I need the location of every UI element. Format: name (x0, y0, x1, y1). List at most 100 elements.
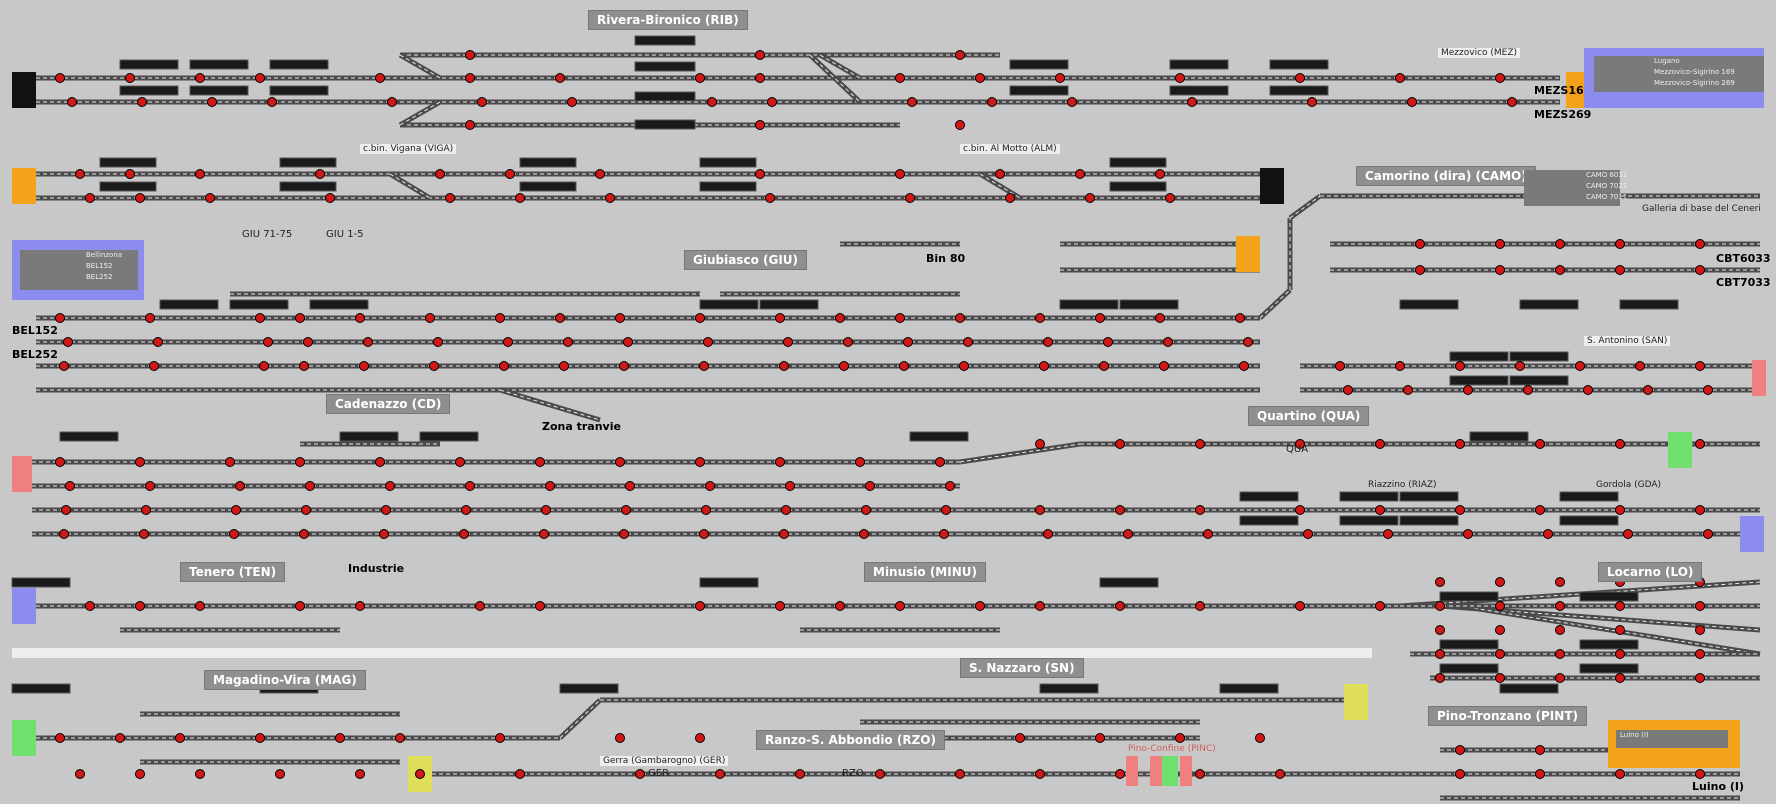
signal[interactable] (125, 169, 135, 179)
signal[interactable] (1695, 361, 1705, 371)
signal[interactable] (1455, 505, 1465, 515)
signal[interactable] (701, 505, 711, 515)
signal[interactable] (839, 361, 849, 371)
signal[interactable] (755, 120, 765, 130)
signal[interactable] (455, 457, 465, 467)
signal[interactable] (1085, 193, 1095, 203)
signal[interactable] (55, 73, 65, 83)
signal[interactable] (1615, 505, 1625, 515)
signal[interactable] (1159, 361, 1169, 371)
signal[interactable] (895, 601, 905, 611)
signal[interactable] (59, 361, 69, 371)
station-label-qua[interactable]: Quartino (QUA) (1248, 406, 1370, 426)
signal-layer[interactable] (55, 50, 1713, 779)
signal[interactable] (615, 313, 625, 323)
signal[interactable] (959, 361, 969, 371)
node-mezs269[interactable]: MEZS269 (1534, 108, 1592, 121)
station-label-camo[interactable]: Camorino (dira) (CAMO) (1356, 166, 1536, 186)
signal[interactable] (135, 601, 145, 611)
signal[interactable] (1403, 385, 1413, 395)
signal[interactable] (149, 361, 159, 371)
signal[interactable] (895, 313, 905, 323)
signal[interactable] (1695, 239, 1705, 249)
signal[interactable] (1435, 625, 1445, 635)
signal[interactable] (779, 361, 789, 371)
signal[interactable] (695, 601, 705, 611)
signal[interactable] (1163, 337, 1173, 347)
panel-luino[interactable]: Luino (I) (1608, 720, 1740, 768)
signal[interactable] (775, 457, 785, 467)
signal[interactable] (429, 361, 439, 371)
signal[interactable] (135, 769, 145, 779)
signal[interactable] (555, 73, 565, 83)
signal[interactable] (195, 769, 205, 779)
signal[interactable] (1035, 769, 1045, 779)
station-label-viga[interactable]: c.bin. Vigana (VIGA) (360, 144, 457, 154)
signal[interactable] (699, 529, 709, 539)
signal[interactable] (355, 769, 365, 779)
signal[interactable] (1615, 601, 1625, 611)
signal[interactable] (1515, 361, 1525, 371)
signal[interactable] (855, 457, 865, 467)
signal[interactable] (1555, 673, 1565, 683)
signal[interactable] (55, 457, 65, 467)
signal[interactable] (1195, 505, 1205, 515)
signal[interactable] (1435, 673, 1445, 683)
signal[interactable] (495, 313, 505, 323)
signal[interactable] (695, 313, 705, 323)
signal[interactable] (955, 769, 965, 779)
signal[interactable] (55, 313, 65, 323)
station-label-minu[interactable]: Minusio (MINU) (864, 562, 986, 582)
signal[interactable] (477, 97, 487, 107)
signal[interactable] (1495, 649, 1505, 659)
signal[interactable] (975, 601, 985, 611)
signal[interactable] (445, 193, 455, 203)
signal[interactable] (355, 313, 365, 323)
signal[interactable] (615, 457, 625, 467)
signal[interactable] (563, 337, 573, 347)
signal[interactable] (135, 457, 145, 467)
signal[interactable] (1187, 97, 1197, 107)
signal[interactable] (139, 529, 149, 539)
signal[interactable] (1395, 73, 1405, 83)
signal[interactable] (235, 481, 245, 491)
signal[interactable] (945, 481, 955, 491)
signal[interactable] (1115, 439, 1125, 449)
signal[interactable] (125, 73, 135, 83)
signal[interactable] (1535, 505, 1545, 515)
signal[interactable] (703, 337, 713, 347)
signal[interactable] (61, 505, 71, 515)
node-mezs169[interactable]: MEZS169 (1534, 84, 1592, 97)
panel-lugano-row[interactable]: Lugano (1654, 57, 1680, 65)
signal[interactable] (55, 733, 65, 743)
signal[interactable] (225, 457, 235, 467)
signal[interactable] (619, 361, 629, 371)
signal[interactable] (1195, 439, 1205, 449)
signal[interactable] (1495, 577, 1505, 587)
signal[interactable] (535, 457, 545, 467)
signal[interactable] (85, 601, 95, 611)
signal[interactable] (515, 193, 525, 203)
signal[interactable] (1415, 239, 1425, 249)
station-label-mag[interactable]: Magadino-Vira (MAG) (204, 670, 366, 690)
signal[interactable] (835, 601, 845, 611)
panel-bel-row[interactable]: BEL252 (86, 273, 113, 281)
signal[interactable] (783, 337, 793, 347)
node-luino[interactable]: Luino (I) (1692, 780, 1744, 793)
signal[interactable] (379, 529, 389, 539)
signal[interactable] (775, 313, 785, 323)
signal[interactable] (255, 313, 265, 323)
signal[interactable] (1535, 439, 1545, 449)
signal[interactable] (621, 505, 631, 515)
station-label-mez[interactable]: Mezzovico (MEZ) (1438, 48, 1521, 58)
signal[interactable] (899, 361, 909, 371)
signal[interactable] (1555, 265, 1565, 275)
station-label-pint[interactable]: Pino-Tronzano (PINT) (1428, 706, 1587, 726)
signal[interactable] (1343, 385, 1353, 395)
panel-camo-row[interactable]: CAMO 7011 (1586, 193, 1628, 201)
signal[interactable] (435, 169, 445, 179)
signal[interactable] (1095, 733, 1105, 743)
signal[interactable] (1115, 505, 1125, 515)
signal[interactable] (295, 601, 305, 611)
signal[interactable] (1575, 361, 1585, 371)
